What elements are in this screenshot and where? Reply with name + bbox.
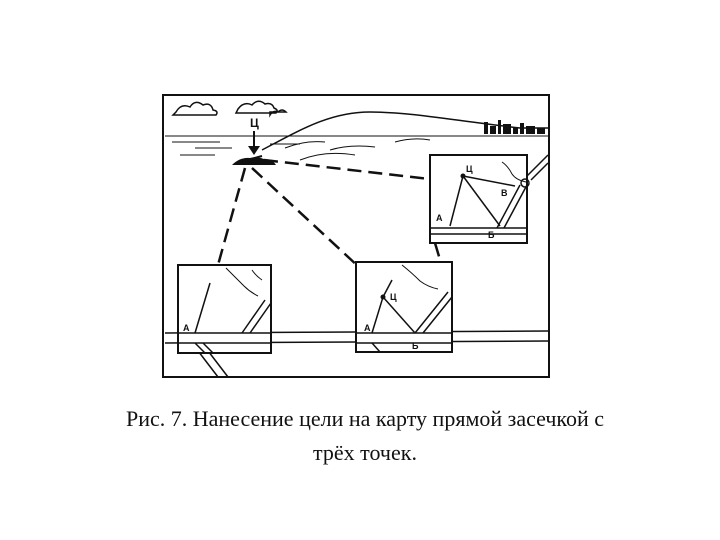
map-upper-right-label-b: Б bbox=[488, 230, 495, 240]
illustration-frame bbox=[162, 94, 550, 378]
figure-caption: Рис. 7. Нанесение цели на карту прямой з… bbox=[40, 402, 690, 470]
map-lower-middle: Ц А Б bbox=[355, 261, 453, 353]
target: Ц bbox=[232, 116, 276, 165]
map-upper-right-label-a: А bbox=[436, 213, 443, 223]
town-silhouette bbox=[484, 120, 545, 134]
map-upper-right-label-c: Ц bbox=[466, 164, 473, 174]
map-lower-middle-label-c: Ц bbox=[390, 292, 397, 302]
map-lower-middle-label-a: А bbox=[364, 323, 371, 333]
target-arrowhead bbox=[248, 146, 260, 155]
landscape-horizon bbox=[165, 135, 548, 156]
hill bbox=[261, 111, 548, 161]
map-lower-left-label-a: А bbox=[183, 323, 190, 333]
caption-line-2: трёх точек. bbox=[313, 440, 417, 465]
target-label: Ц bbox=[250, 116, 259, 130]
map-lower-left: А bbox=[177, 264, 272, 354]
map-lower-middle-label-b: Б bbox=[412, 341, 419, 351]
sight-line-lower-middle bbox=[251, 167, 361, 269]
caption-line-1: Рис. 7. Нанесение цели на карту прямой з… bbox=[125, 406, 605, 431]
sight-line-lower-left bbox=[216, 167, 247, 266]
sight-line-upper-right bbox=[263, 158, 439, 182]
map-upper-right: Ц В А Б bbox=[429, 154, 549, 244]
clouds bbox=[171, 100, 288, 118]
map-upper-right-label-v: В bbox=[501, 188, 508, 198]
